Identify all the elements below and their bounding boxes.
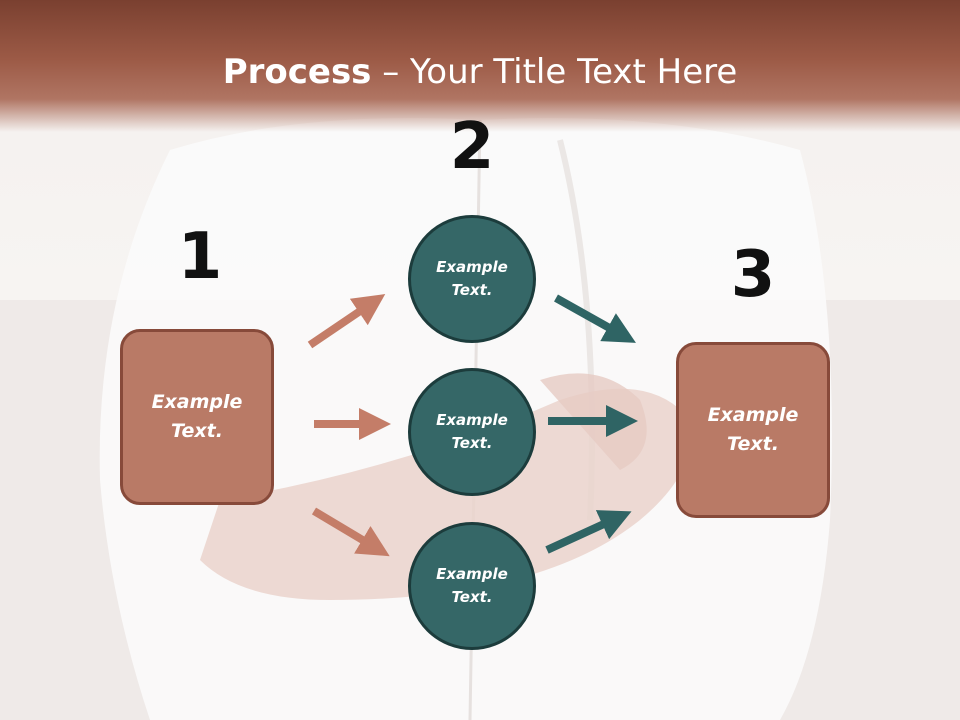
circle-top[interactable]: Example Text. [408,215,536,343]
circle-bottom-label: Example Text. [436,565,508,606]
circle-middle-label: Example Text. [436,411,508,452]
arrow-from-bottom [545,510,632,554]
left-box[interactable]: Example Text. [120,329,274,505]
step-number-2: 2 [449,110,495,184]
right-box[interactable]: Example Text. [676,342,830,518]
title-rest: – Your Title Text Here [371,52,738,92]
circle-middle[interactable]: Example Text. [408,368,536,496]
left-box-label: Example Text. [151,391,243,442]
arrow-from-top [554,294,636,343]
title-bold: Process [222,52,372,92]
circle-top-label: Example Text. [436,258,508,299]
arrow-to-bottom [311,507,390,557]
title-banner [0,0,960,132]
slide-title: Process – Your Title Text Here [0,52,960,92]
arrow-to-top [307,294,386,349]
right-box-label: Example Text. [707,404,799,455]
step-number-3: 3 [730,238,776,312]
step-number-1: 1 [177,220,223,294]
circle-bottom[interactable]: Example Text. [408,522,536,650]
